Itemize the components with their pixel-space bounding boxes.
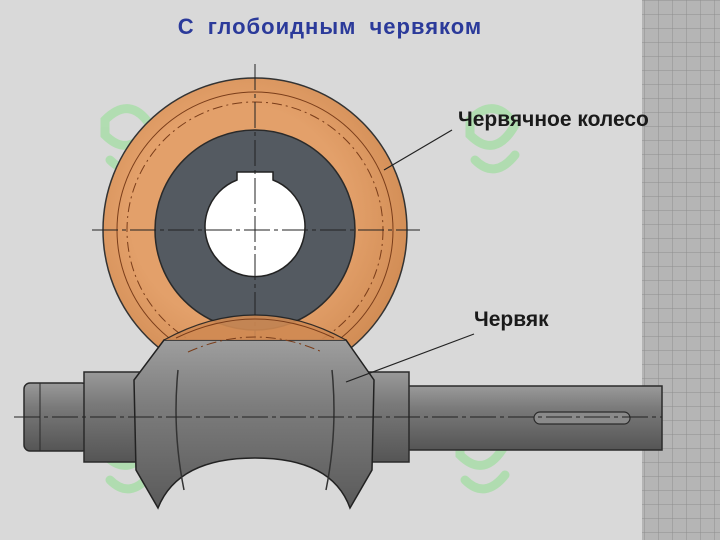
label-worm: Червяк (474, 308, 549, 331)
page-title: С глобоидным червяком (177, 14, 483, 39)
shaft-keyway (533, 411, 631, 425)
label-worm-wheel: Червячное колесо (458, 108, 649, 131)
globoid-worm (133, 314, 375, 510)
worm-leader-line (345, 333, 475, 383)
wheel-leader-line (383, 129, 453, 171)
worm-shaft (23, 371, 663, 463)
grid-panel (642, 0, 720, 540)
